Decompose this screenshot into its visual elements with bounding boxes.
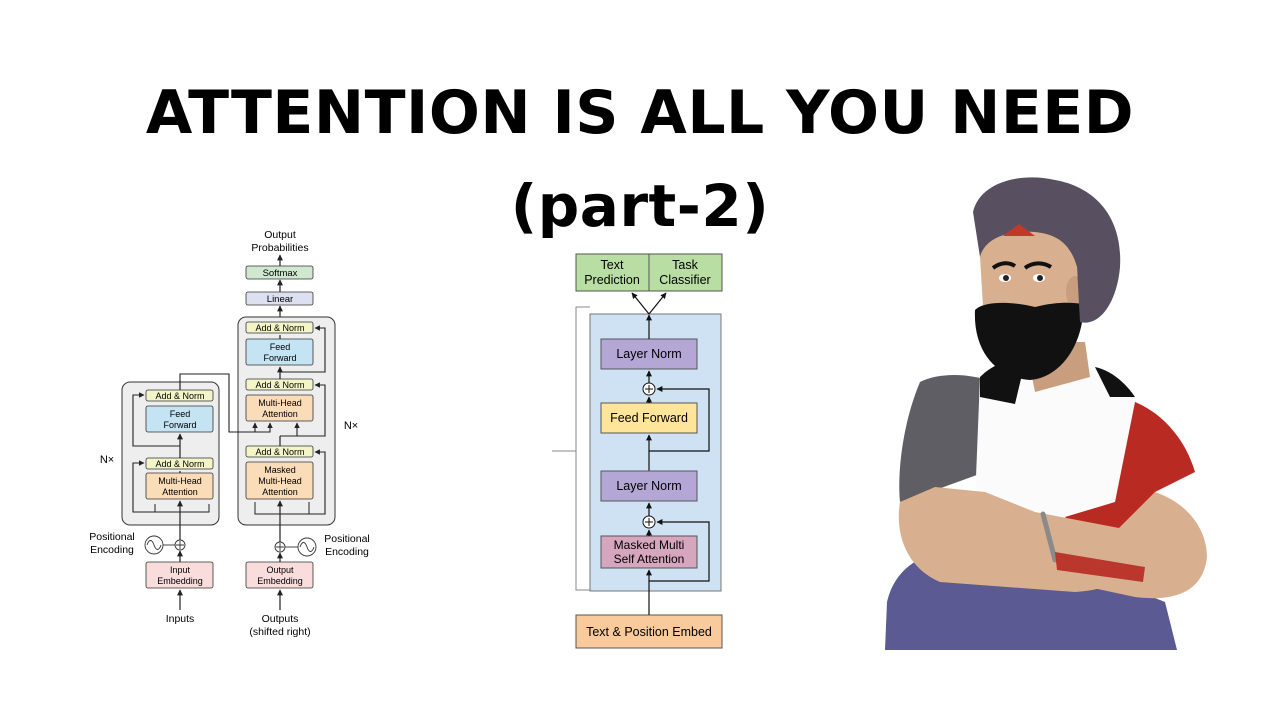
inputs-label: Inputs [166,613,195,625]
title-line-1: ATTENTION IS ALL YOU NEED [145,78,1135,148]
task-classifier-label-1: Task [672,258,698,272]
feed-forward-label: Feed Forward [610,411,688,425]
linear-label: Linear [267,294,293,305]
text-prediction-label-2: Prediction [584,273,640,287]
linear-box [245,291,314,306]
pos-enc-right-label-2: Encoding [325,546,369,558]
decoder-nx-label: N× [344,420,358,432]
decoder-add-norm-2-label: Add & Norm [255,380,304,390]
encoder-nx-label: N× [100,454,114,466]
encoder-feed-forward [145,405,214,433]
encoder-block [121,381,220,526]
decoder-ff-label-1: Feed [270,342,291,352]
encoder-ff-label-2: Forward [163,420,196,430]
decoder-mha-label-1: Multi-Head [258,398,302,408]
layer-norm-bottom-label: Layer Norm [616,479,681,493]
outputs-label: Outputs [262,613,299,625]
input-embedding-label-1: Input [170,565,191,575]
beard [974,302,1084,380]
decoder-add-norm-3 [245,321,314,334]
decoder-masked-label-3: Attention [262,487,298,497]
turban [973,177,1121,323]
task-classifier-box [648,253,723,292]
encoder-ff-label-1: Feed [170,409,191,419]
softmax-label: Softmax [263,268,298,279]
masked-attn-label-2: Self Attention [614,552,685,566]
output-embedding-label-2: Embedding [257,576,303,586]
feed-forward-box [600,402,698,434]
output-probabilities-label: Output [264,229,296,241]
task-classifier-label-2: Classifier [659,273,710,287]
layer-norm-bottom-box [600,470,698,502]
encoder-add-norm-1-label: Add & Norm [155,459,204,469]
pos-enc-left-label-2: Encoding [90,544,134,556]
decoder-mha-label-2: Attention [262,409,298,419]
transformer-diagram: Output Probabilities Softmax Linear Add … [89,229,370,638]
output-embedding-label-1: Output [266,565,294,575]
shirt-red-panel [1065,402,1195,552]
text-prediction-label-1: Text [601,258,624,272]
decoder-multi-head-attention [245,394,314,422]
shirt-body [975,367,1150,532]
decoder-add-norm-1-label: Add & Norm [255,447,304,457]
decoder-masked-attention [245,461,314,500]
output-probabilities-label-2: Probabilities [251,242,308,254]
input-embedding-label-2: Embedding [157,576,203,586]
embed-label: Text & Position Embed [586,625,712,639]
decoder-add-norm-3-label: Add & Norm [255,323,304,333]
layer-norm-top-label: Layer Norm [616,347,681,361]
softmax-box [245,265,314,280]
title-line-2: (part-2) [510,172,770,240]
encoder-mha-label-2: Attention [162,487,198,497]
person-illustration [885,177,1207,650]
outputs-shifted-label: (shifted right) [249,626,310,638]
masked-attn-label-1: Masked Multi [614,538,685,552]
pos-enc-right-label-1: Positional [324,533,370,545]
text-position-embed-box [575,614,723,649]
decoder-masked-label-2: Multi-Head [258,476,302,486]
masked-self-attention-box [600,535,698,569]
decoder-ff-label-2: Forward [263,353,296,363]
text-prediction-box [575,253,650,292]
gpt-diagram: Text Prediction Task Classifier Layer No… [552,253,723,649]
decoder-masked-label-1: Masked [264,465,296,475]
pos-enc-left-label-1: Positional [89,531,135,543]
encoder-mha-label-1: Multi-Head [158,476,202,486]
encoder-add-norm-2-label: Add & Norm [155,391,204,401]
